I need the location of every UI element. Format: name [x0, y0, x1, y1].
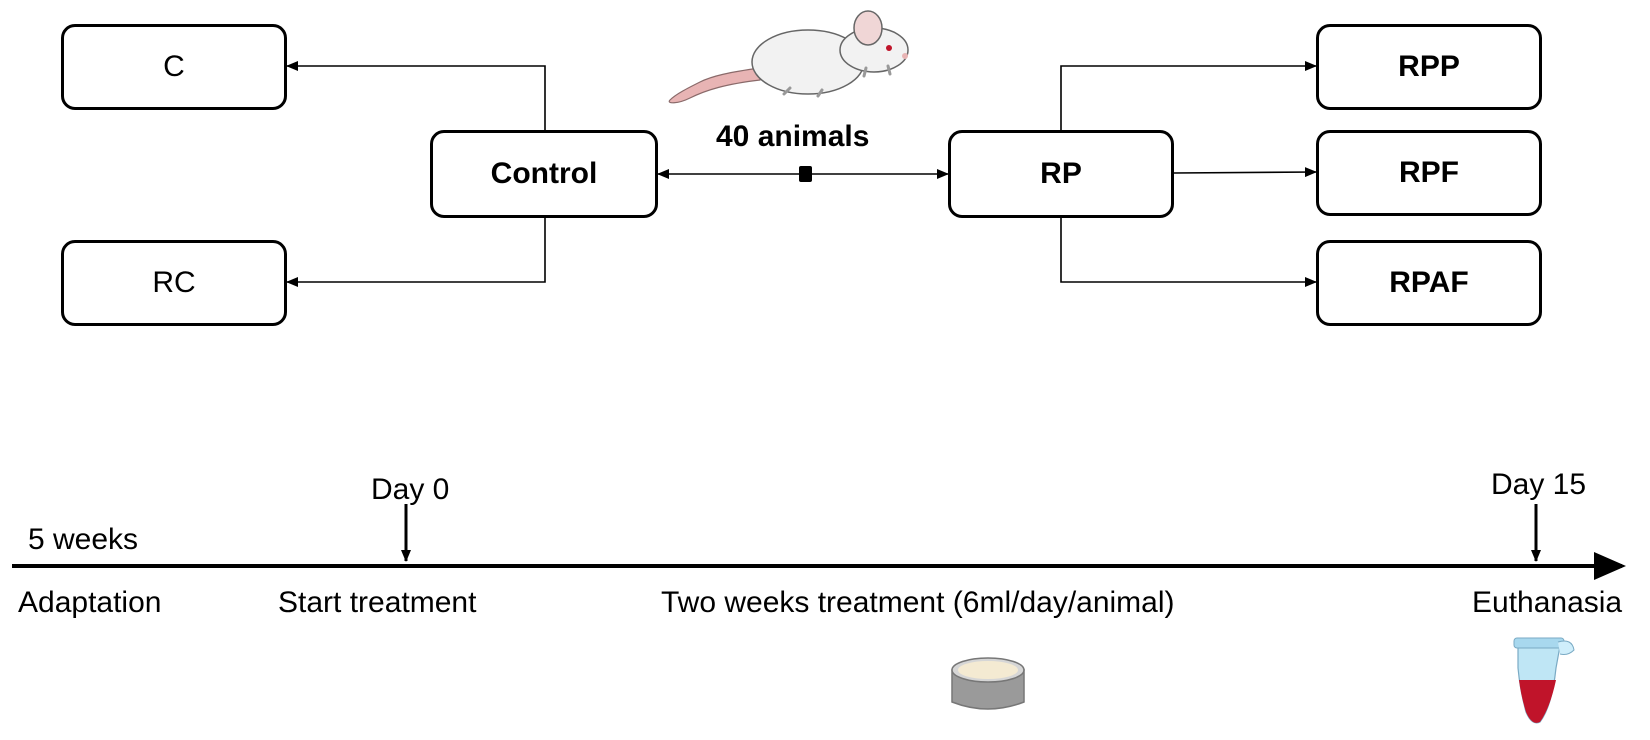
group-box-rp: RP [948, 130, 1174, 218]
rat-icon [668, 10, 909, 104]
group-label-rpf: RPF [1399, 156, 1459, 189]
day0-label: Day 0 [371, 473, 450, 506]
split-node [799, 166, 812, 182]
group-box-rpf: RPF [1316, 130, 1542, 216]
group-box-rpaf: RPAF [1316, 240, 1542, 326]
start-treatment-label: Start treatment [278, 586, 477, 619]
group-box-control: Control [430, 130, 658, 218]
food-dish-icon [951, 657, 1025, 710]
arrow-rp-to-rpp [1060, 61, 1317, 130]
group-box-rpp: RPP [1316, 24, 1542, 110]
treatment-label: Two weeks treatment (6ml/day/animal) [661, 586, 1175, 619]
day15-label: Day 15 [1491, 468, 1587, 501]
group-box-c: C [61, 24, 287, 110]
animals-count-label: 40 animals [716, 120, 870, 153]
group-label-rpp: RPP [1398, 50, 1460, 83]
group-label-rc: RC [152, 266, 196, 299]
group-label-c: C [163, 50, 185, 83]
group-box-rc: RC [61, 240, 287, 326]
five-weeks-label: 5 weeks [28, 523, 139, 556]
arrow-rp-to-rpaf [1060, 218, 1317, 287]
euthanasia-label: Euthanasia [1472, 586, 1623, 619]
group-label-rpaf: RPAF [1389, 266, 1469, 299]
arrow-control-to-c [286, 61, 546, 130]
blood-tube-icon [1513, 637, 1575, 724]
adaptation-label: Adaptation [18, 586, 162, 619]
arrow-control-to-rc [286, 218, 546, 287]
group-label-rp: RP [1040, 157, 1082, 190]
arrow-rp-to-rpf [1173, 167, 1317, 178]
group-label-control: Control [490, 157, 598, 190]
